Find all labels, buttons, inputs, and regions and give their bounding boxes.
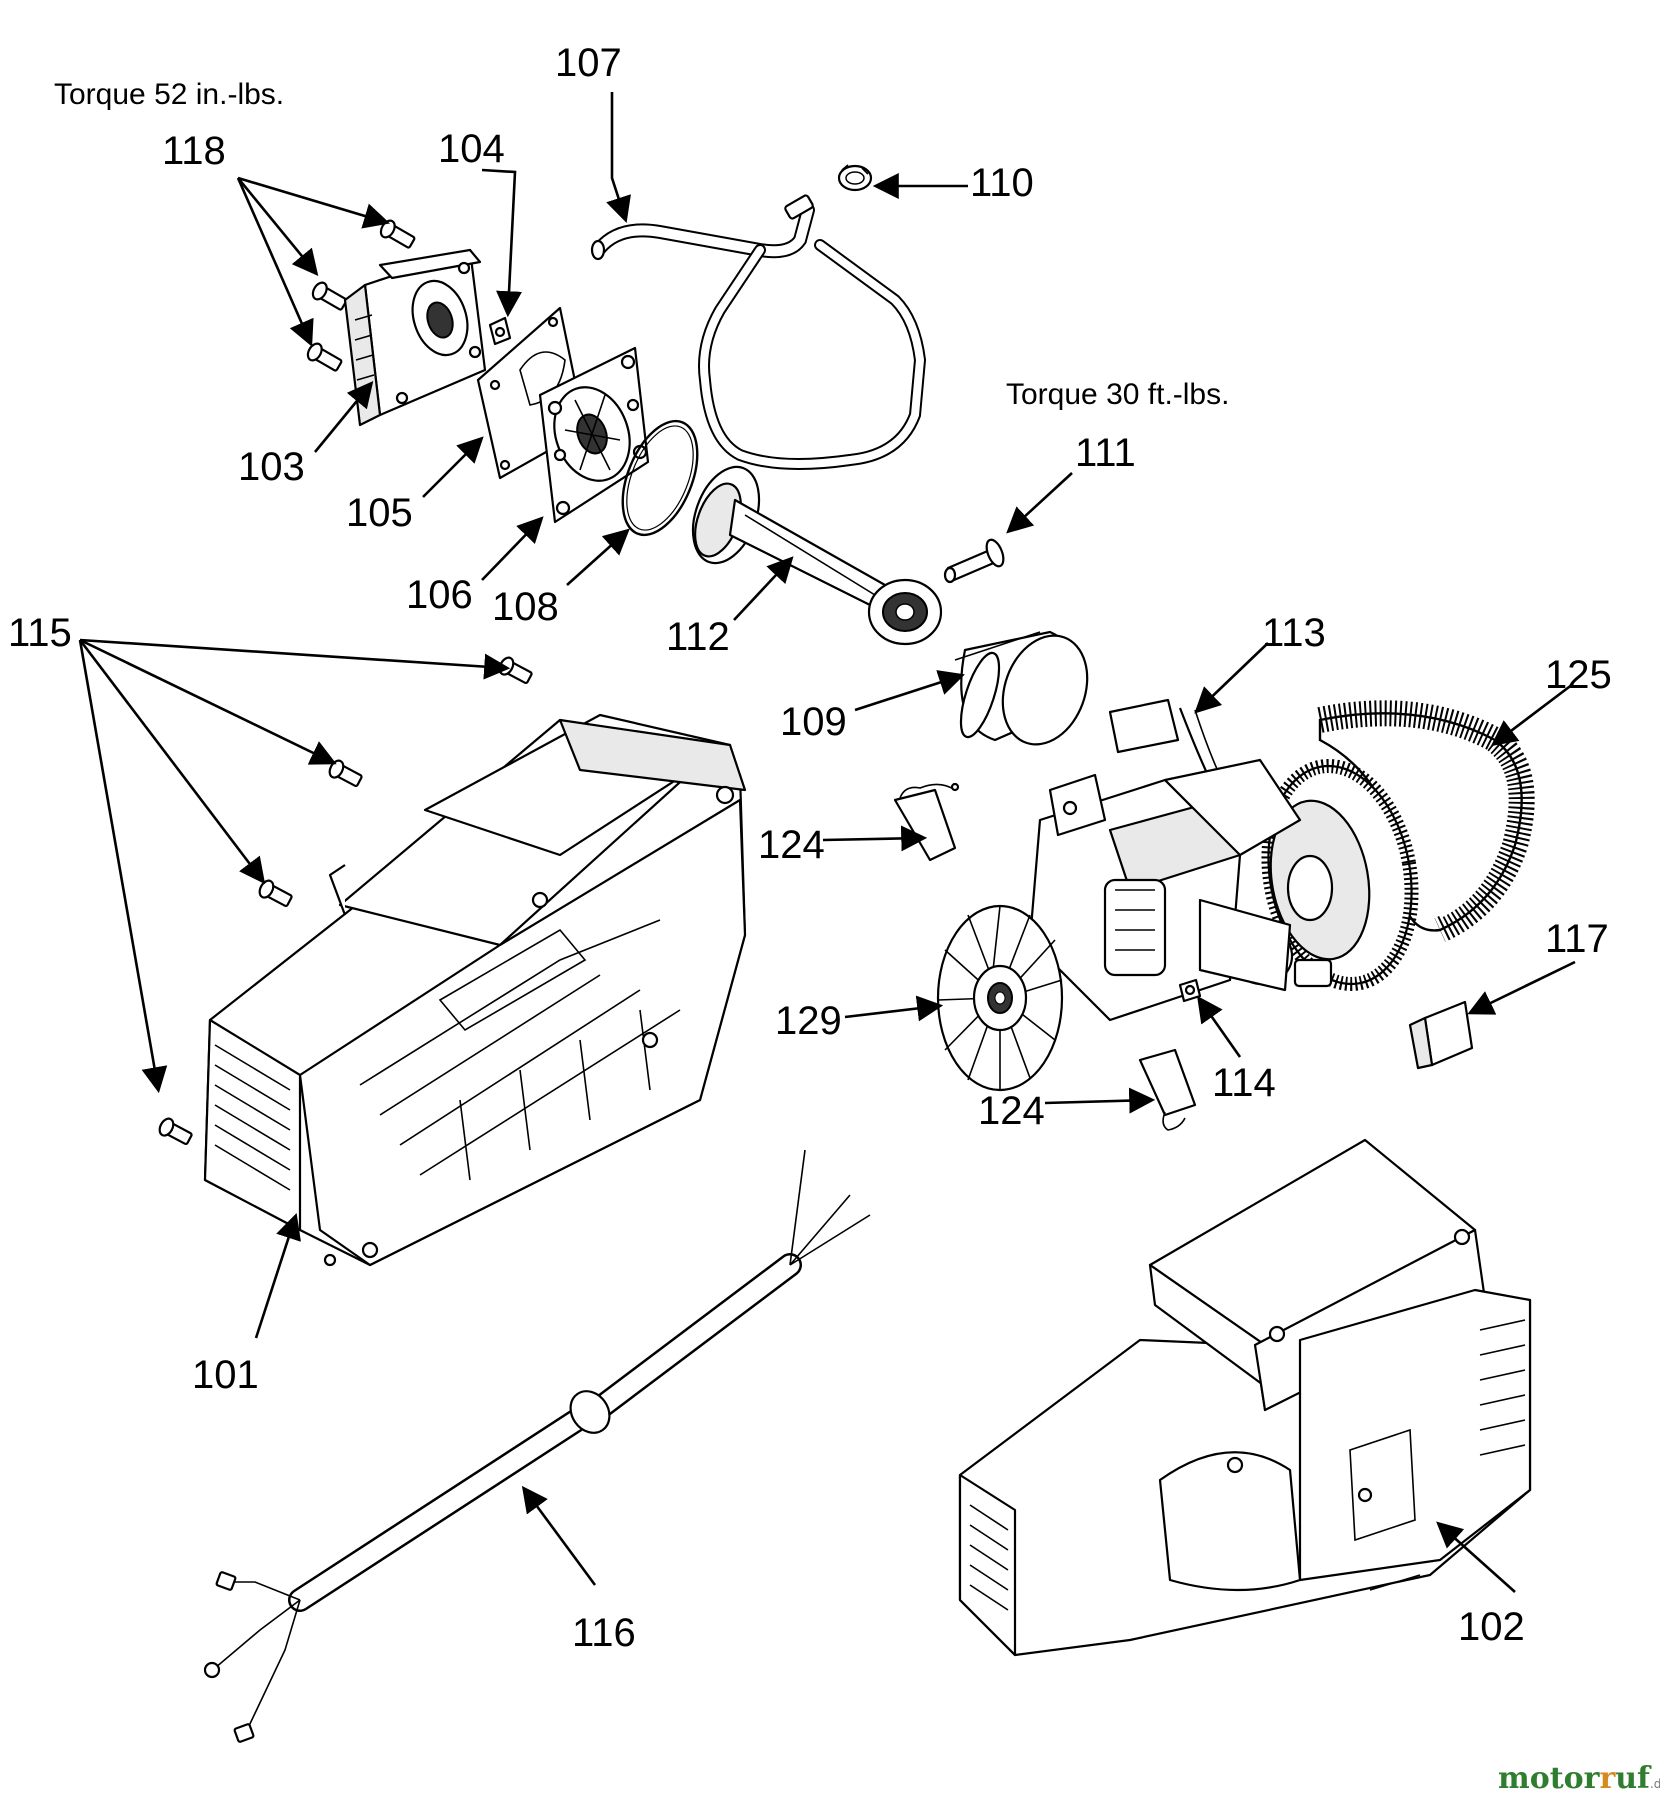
part-112-connecting-rod bbox=[691, 465, 943, 646]
watermark-logo: motorruf.de bbox=[1498, 1761, 1660, 1796]
motor-assembly bbox=[936, 758, 1419, 1092]
part-125-belt bbox=[1317, 700, 1535, 942]
part-116-power-cord bbox=[203, 1149, 871, 1743]
callout-103: 103 bbox=[238, 445, 305, 489]
callout-112: 112 bbox=[666, 615, 730, 659]
callout-109: 109 bbox=[780, 700, 847, 744]
watermark-part-r: r bbox=[1599, 1761, 1616, 1796]
leader-lines bbox=[78, 92, 1576, 1593]
callout-118: 118 bbox=[162, 129, 226, 173]
part-101-lower-shroud bbox=[203, 713, 747, 1267]
part-110-clamp bbox=[837, 164, 873, 192]
callout-110: 110 bbox=[970, 161, 1034, 205]
callout-117: 117 bbox=[1545, 917, 1609, 961]
torque-note-52: Torque 52 in.-lbs. bbox=[54, 78, 284, 111]
watermark-part-a: motor bbox=[1498, 1761, 1601, 1796]
part-118-screws bbox=[306, 219, 416, 372]
callout-124-lower: 124 bbox=[978, 1089, 1045, 1133]
motoruf-watermark: motorruf.de bbox=[1498, 1761, 1660, 1796]
watermark-part-b: uf bbox=[1615, 1761, 1652, 1796]
torque-note-30: Torque 30 ft.-lbs. bbox=[1006, 378, 1229, 411]
part-129-fan bbox=[936, 904, 1064, 1092]
callout-113: 113 bbox=[1262, 611, 1326, 655]
part-124-brush-upper bbox=[893, 782, 960, 862]
part-114-screw bbox=[1178, 978, 1202, 1003]
callout-108: 108 bbox=[492, 585, 559, 629]
callout-104: 104 bbox=[438, 127, 505, 171]
part-109-cylinder-sleeve bbox=[954, 630, 1089, 746]
callout-129: 129 bbox=[775, 999, 842, 1043]
callout-124-upper: 124 bbox=[758, 823, 825, 867]
watermark-suffix: .de bbox=[1650, 1777, 1660, 1791]
callout-107: 107 bbox=[555, 41, 622, 85]
callout-111: 111 bbox=[1075, 431, 1136, 475]
part-104-clip bbox=[488, 316, 512, 346]
callout-106: 106 bbox=[406, 573, 473, 617]
part-117-pad bbox=[1408, 1000, 1474, 1070]
callout-labels: 107 110 118 104 103 105 106 108 112 111 … bbox=[8, 41, 1612, 1655]
part-103-cylinder-head bbox=[343, 248, 487, 427]
callout-125: 125 bbox=[1545, 653, 1612, 697]
part-124-brush-lower bbox=[1138, 1048, 1197, 1131]
callout-101: 101 bbox=[192, 1353, 259, 1397]
callout-105: 105 bbox=[346, 491, 413, 535]
part-111-bolt bbox=[943, 538, 1005, 584]
callout-116: 116 bbox=[572, 1611, 636, 1655]
part-102-upper-shroud bbox=[958, 1138, 1532, 1657]
part-108-o-ring bbox=[621, 419, 699, 537]
part-107-tube bbox=[590, 194, 927, 470]
part-106-valve-plate bbox=[538, 346, 650, 524]
callout-115: 115 bbox=[8, 611, 72, 655]
callout-102: 102 bbox=[1458, 1605, 1525, 1649]
callout-114: 114 bbox=[1212, 1061, 1276, 1105]
